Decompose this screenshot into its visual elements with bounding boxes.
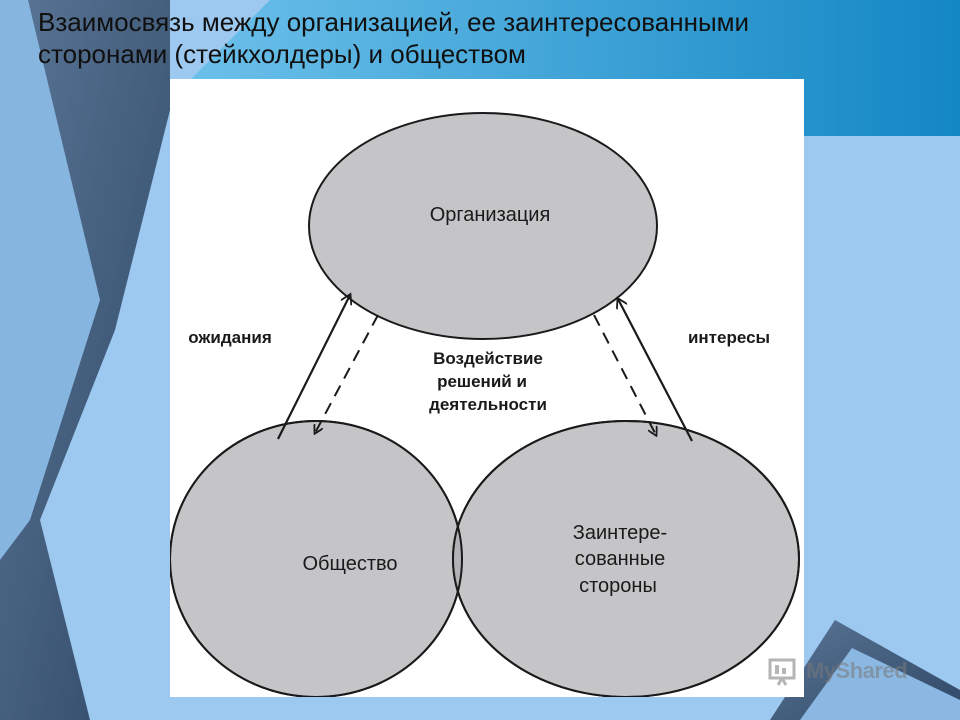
diagram-panel: Организация Общество Заинтере- сованные …	[170, 79, 804, 697]
watermark-text: MyShared	[806, 658, 908, 683]
organization-label: Организация	[430, 204, 551, 226]
society-label: Общество	[302, 553, 397, 575]
presentation-board-icon	[768, 658, 796, 686]
slide-title: Взаимосвязь между организацией, ее заинт…	[38, 6, 938, 70]
expectations-label: ожидания	[188, 328, 272, 347]
expectations-arrow	[277, 295, 350, 440]
left-light-wedge	[0, 0, 100, 560]
influence-label-line-1: Воздействие	[433, 349, 543, 368]
stakeholders-label-line-1: Заинтере-	[573, 522, 667, 544]
influence-arrow-right	[593, 314, 656, 435]
influence-arrow-left	[315, 314, 379, 433]
interests-arrow	[618, 299, 693, 442]
organization-circle	[308, 112, 658, 340]
stakeholder-diagram: Организация Общество Заинтере- сованные …	[170, 112, 800, 697]
slide-title-line-2: сторонами (стейкхолдеры) и обществом	[38, 39, 526, 69]
influence-label-line-3: деятельности	[429, 395, 547, 414]
stakeholders-label-line-2: сованные	[575, 548, 665, 570]
stakeholders-label-line-3: стороны	[579, 575, 657, 597]
stakeholders-circle-outline	[452, 420, 800, 697]
bottom-right-light-wedge	[800, 648, 960, 720]
interests-label: интересы	[688, 328, 770, 347]
watermark: MyShared	[768, 656, 908, 686]
society-circle-outline	[170, 420, 463, 697]
slide-title-line-1: Взаимосвязь между организацией, ее заинт…	[38, 7, 750, 37]
influence-label-line-2: решений и	[437, 372, 527, 391]
